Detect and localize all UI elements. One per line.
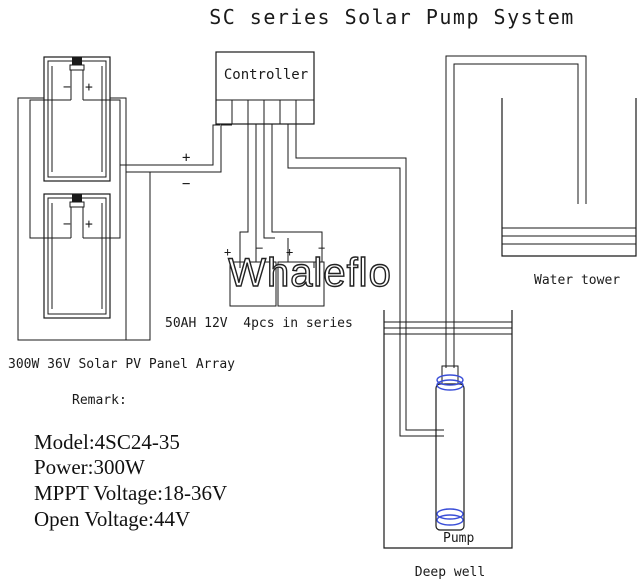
water-tower [501, 98, 637, 257]
battery-plus-1: + [224, 245, 231, 259]
deep-well-caption: Deep well [415, 565, 485, 580]
discharge-pipe [445, 55, 587, 368]
panel-1-minus: − [63, 80, 71, 95]
junction-box-icon [72, 194, 82, 202]
controller: Controller [215, 51, 315, 125]
wire-plus-label: + [182, 150, 190, 166]
pump-caption: Pump [443, 531, 474, 546]
panel-2-minus: − [63, 217, 71, 232]
spec-list: Model:4SC24-35 Power:300W MPPT Voltage:1… [34, 430, 227, 531]
panel-to-controller-wires: + − [120, 124, 232, 341]
solar-panel-array: − + − + [17, 56, 127, 341]
spec-mppt-voltage: MPPT Voltage:18-36V [34, 481, 227, 505]
junction-box-icon [72, 57, 82, 65]
battery-minus-2: − [318, 241, 325, 255]
pump-ring-bottom [436, 508, 464, 520]
spec-model: Model:4SC24-35 [34, 430, 180, 454]
remark-heading: Remark: [72, 393, 127, 408]
battery-plus-2: + [286, 245, 293, 259]
spec-power: Power:300W [34, 455, 145, 479]
panel-2-plus: + [85, 217, 93, 232]
controller-to-battery-wires [239, 124, 323, 262]
battery-bank: + − + − [224, 241, 325, 307]
solar-panel-2: − + [43, 193, 111, 319]
battery-minus-1: − [256, 241, 263, 255]
water-tower-caption: Water tower [534, 273, 620, 288]
controller-to-pump-wires [287, 124, 444, 437]
watermark-logo: Whaleflo [228, 251, 392, 295]
pump-ring-top [436, 374, 464, 386]
solar-panel-1: − + [43, 56, 111, 182]
spec-open-voltage: Open Voltage:44V [34, 507, 190, 531]
battery-caption: 50AH 12V 4pcs in series [165, 316, 353, 331]
deep-well [383, 310, 513, 549]
panel-array-caption: 300W 36V Solar PV Panel Array [8, 357, 235, 372]
wire-minus-label: − [182, 176, 190, 192]
pump [435, 365, 465, 531]
diagram-title: SC series Solar Pump System [209, 5, 575, 29]
panel-1-plus: + [85, 80, 93, 95]
controller-label: Controller [224, 67, 308, 83]
